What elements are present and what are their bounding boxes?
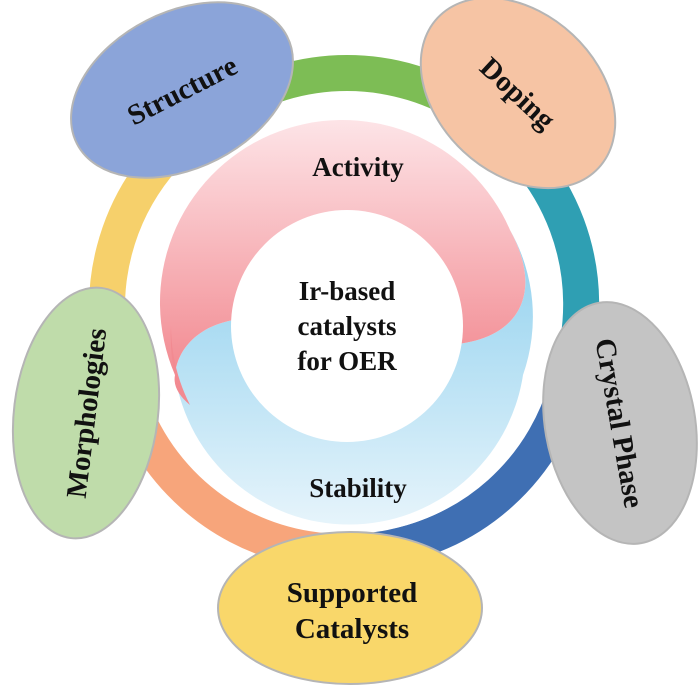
petal-supported-catalysts-label-line-2: Catalysts — [295, 613, 409, 645]
activity-half-left-cap — [170, 326, 190, 405]
petal-supported-catalysts: Supported Catalysts — [217, 531, 483, 685]
petal-structure: Structure — [70, 1, 294, 179]
petal-doping: Doping — [419, 0, 617, 190]
center-title-line-3: for OER — [297, 346, 397, 376]
petal-morphologies: Morphologies — [11, 286, 161, 540]
petal-doping-shape — [419, 0, 617, 190]
center-title-line-2: catalysts — [298, 311, 397, 341]
center-circle — [231, 210, 463, 442]
activity-label: Activity — [312, 152, 404, 182]
petal-crystal-phase: Crystal Phase — [542, 301, 698, 545]
petal-crystal-phase-shape — [542, 301, 698, 545]
center-title-line-1: Ir-based — [299, 276, 396, 306]
petal-structure-shape — [70, 1, 294, 179]
petal-supported-catalysts-shape — [217, 531, 483, 685]
stability-label: Stability — [309, 473, 407, 503]
petal-supported-catalysts-label-line-1: Supported — [287, 577, 418, 609]
